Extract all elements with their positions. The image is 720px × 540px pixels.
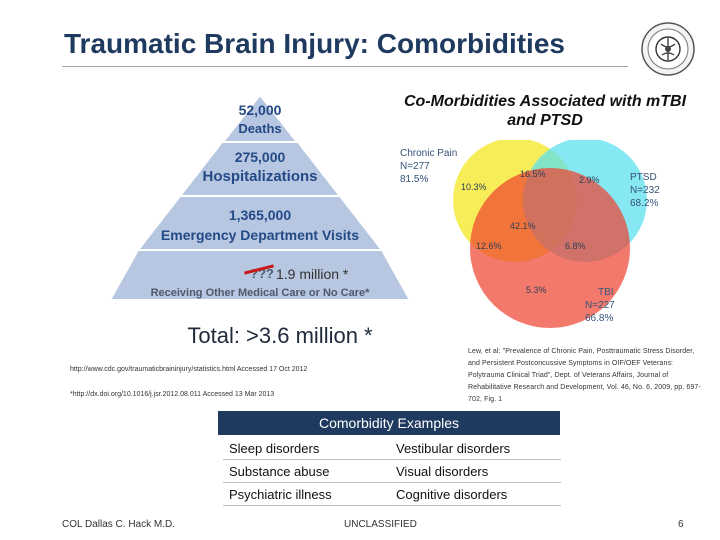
slide-page-number: 6 <box>678 519 684 530</box>
set-n-tbi: N=227 <box>585 300 615 311</box>
cdc-citation-link[interactable]: http://www.cdc.gov/traumaticbraininjury/… <box>70 366 308 373</box>
set-pct-chronic-pain: 81.5% <box>400 174 428 185</box>
table-row: Substance abuse Visual disorders <box>223 459 561 483</box>
tier-label-ed: Emergency Department Visits <box>161 227 359 243</box>
region-ptsd-only: 2.9% <box>579 175 600 185</box>
footer-author: COL Dallas C. Hack M.D. <box>62 519 175 530</box>
table-cell: Vestibular disorders <box>390 437 561 460</box>
tier-value-deaths: 52,000 <box>239 102 282 118</box>
tier-label-other-care: Receiving Other Medical Care or No Care* <box>151 287 371 299</box>
table-cell: Psychiatric illness <box>223 482 390 506</box>
tbi-pyramid: 52,000 Deaths 275,000 Hospitalizations 1… <box>110 95 410 301</box>
venn-source-citation: Lew, et al: "Prevalence of Chronic Pain,… <box>468 348 701 403</box>
region-tbi-only: 5.3% <box>526 285 547 295</box>
tier-label-hospitalizations: Hospitalizations <box>202 168 317 185</box>
comorbidity-table: Sleep disorders Vestibular disorders Sub… <box>223 437 561 506</box>
table-row: Psychiatric illness Cognitive disorders <box>223 482 561 506</box>
set-pct-ptsd: 68.2% <box>630 198 658 209</box>
updated-estimate: 1.9 million * <box>276 266 349 282</box>
tier-value-hospitalizations: 275,000 <box>235 149 286 165</box>
set-pct-tbi: 66.8% <box>585 313 613 324</box>
region-pain-tbi: 12.6% <box>476 241 502 251</box>
comorbidity-venn-diagram: Chronic Pain N=277 81.5% PTSD N=232 68.2… <box>400 140 660 328</box>
set-name-tbi: TBI <box>598 287 614 298</box>
table-cell: Sleep disorders <box>223 437 390 460</box>
table-row: Sleep disorders Vestibular disorders <box>223 437 561 460</box>
footer-classification: UNCLASSIFIED <box>344 519 417 530</box>
table-cell: Substance abuse <box>223 459 390 483</box>
set-name-ptsd: PTSD <box>630 172 657 183</box>
tier-label-deaths: Deaths <box>238 121 281 136</box>
comorbidity-table-header: Comorbidity Examples <box>218 411 560 435</box>
venn-circle-tbi <box>470 168 630 328</box>
region-pain-only: 10.3% <box>461 182 487 192</box>
tier-value-ed: 1,365,000 <box>229 207 291 223</box>
set-name-chronic-pain: Chronic Pain <box>400 148 457 159</box>
set-n-ptsd: N=232 <box>630 185 660 196</box>
slide-title: Traumatic Brain Injury: Comorbidities <box>64 28 565 59</box>
total-estimate: Total: >3.6 million * <box>187 323 373 348</box>
pyramid-tier-other-care <box>110 249 410 301</box>
doi-citation-link[interactable]: *http://dx.doi.org/10.1016/j.jsr.2012.08… <box>70 391 275 398</box>
set-n-chronic-pain: N=277 <box>400 161 430 172</box>
table-cell: Cognitive disorders <box>390 482 561 506</box>
region-ptsd-tbi: 6.8% <box>565 241 586 251</box>
region-all-three: 42.1% <box>510 221 536 231</box>
title-divider <box>62 66 628 67</box>
table-cell: Visual disorders <box>390 459 561 483</box>
seal-emblem-icon <box>641 22 695 76</box>
region-pain-ptsd: 16.5% <box>520 169 546 179</box>
venn-title: Co-Morbidities Associated with mTBI and … <box>403 93 687 129</box>
